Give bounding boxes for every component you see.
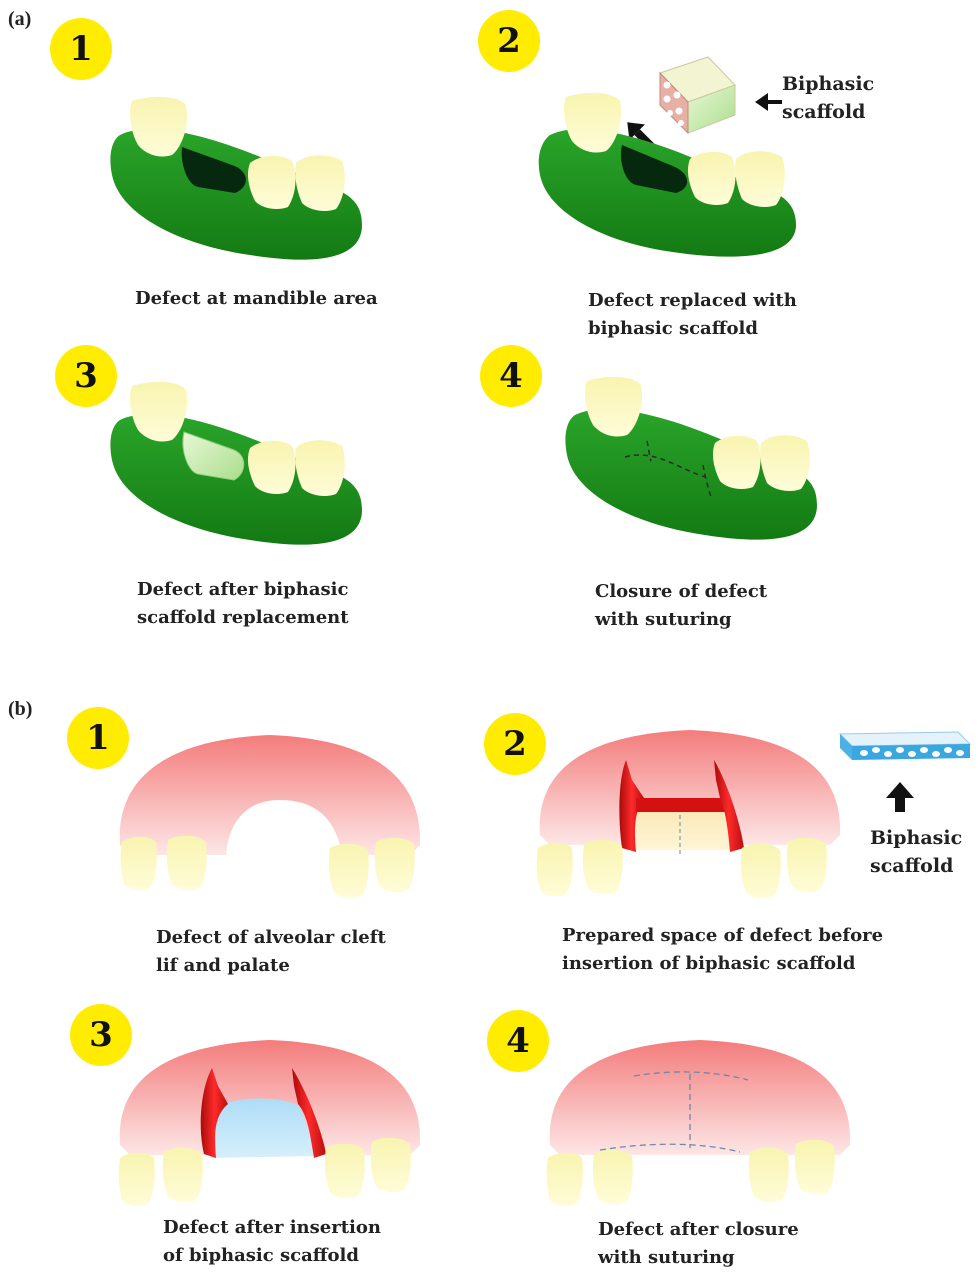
- tooth-upper: [371, 1138, 411, 1192]
- step-caption: Defect after insertion of biphasic scaff…: [163, 1214, 381, 1270]
- tooth-upper: [163, 1148, 203, 1202]
- alveolar-cleft-illustration: [110, 720, 430, 900]
- tooth-upper: [329, 844, 369, 898]
- tooth-right-1: [248, 156, 296, 209]
- step-caption: Defect of alveolar cleft lif and palate: [156, 924, 386, 980]
- palate-gum: [550, 1040, 850, 1155]
- tooth-upper: [795, 1140, 835, 1194]
- tooth-right-1: [248, 441, 296, 494]
- scaffold-label: Biphasic scaffold: [870, 824, 962, 880]
- arrow-icon: [755, 93, 782, 111]
- palate-gum: [120, 735, 420, 855]
- scaffold-replaced-illustration: [100, 380, 380, 560]
- tooth-upper: [593, 1150, 633, 1204]
- step-caption: Prepared space of defect before insertio…: [562, 922, 883, 978]
- scaffold-inserted-illustration: [110, 1030, 430, 1210]
- tooth-right-2: [295, 155, 345, 211]
- red-flap-top: [636, 798, 730, 812]
- step-number-badge: 1: [50, 18, 112, 80]
- tooth-upper: [749, 1148, 789, 1202]
- step-caption: Defect replaced with biphasic scaffold: [588, 287, 797, 343]
- tooth-upper: [325, 1144, 365, 1198]
- tooth-right-2: [735, 151, 785, 207]
- tooth-upper: [787, 838, 827, 892]
- panel-b-label: (b): [8, 698, 32, 721]
- arrow-up-icon: [884, 780, 916, 814]
- step-caption: Closure of defect with suturing: [595, 578, 767, 634]
- tooth-upper: [741, 844, 781, 898]
- mandible-defect-illustration: [100, 95, 380, 275]
- tooth-upper: [119, 1153, 155, 1206]
- tooth-upper: [121, 837, 157, 890]
- step-caption: Defect after closure with suturing: [598, 1216, 799, 1272]
- tooth-upper: [583, 840, 623, 894]
- tooth-upper: [375, 838, 415, 892]
- tooth-upper: [537, 843, 573, 896]
- tooth-right-2: [760, 435, 810, 491]
- tooth-right-1: [713, 436, 761, 489]
- step-caption: Defect at mandible area: [135, 285, 378, 313]
- biphasic-scaffold-block: [660, 57, 735, 133]
- prepared-defect-illustration: [530, 720, 850, 900]
- tooth-right-2: [295, 440, 345, 496]
- tooth-right-1: [688, 152, 736, 205]
- sutured-closure-illustration: [555, 375, 835, 555]
- tooth-upper: [167, 836, 207, 890]
- step-caption: Defect after biphasic scaffold replaceme…: [137, 576, 349, 632]
- step-number-badge: 4: [480, 345, 542, 407]
- biphasic-scaffold-sheet: [834, 728, 974, 773]
- sutured-palate-illustration: [540, 1030, 860, 1210]
- prepared-space: [622, 810, 735, 850]
- tooth-upper: [547, 1153, 583, 1206]
- scaffold-label: Biphasic scaffold: [782, 70, 874, 126]
- panel-a-label: (a): [8, 8, 31, 31]
